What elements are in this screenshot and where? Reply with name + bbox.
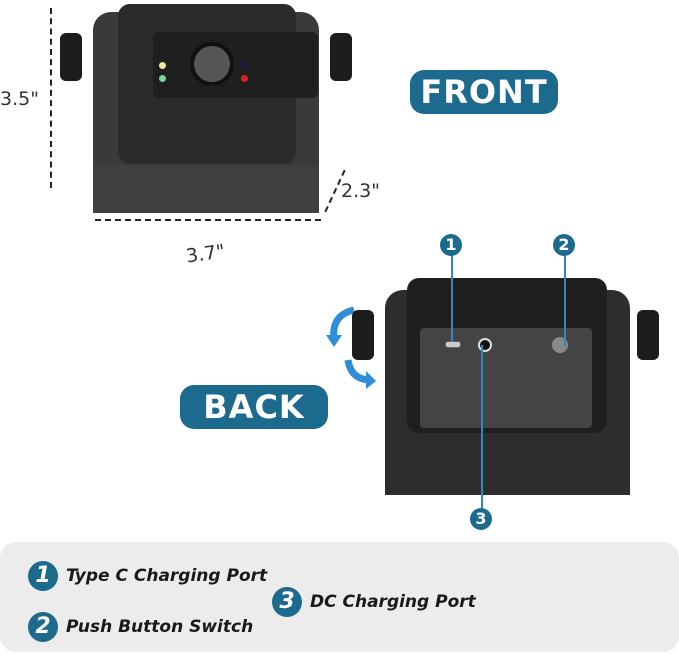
led-green — [159, 75, 166, 82]
legend-badge-3: 3 — [272, 587, 302, 617]
callout-badge-2: 2 — [553, 234, 575, 256]
led-blue — [241, 62, 248, 69]
depth-dimension: 2.3" — [341, 180, 380, 202]
legend-item-3: 3 DC Charging Port — [272, 587, 476, 617]
base — [385, 440, 630, 495]
callout-line-3 — [481, 345, 483, 510]
led-yellow — [159, 62, 166, 69]
type-c-port — [445, 341, 461, 348]
callout-badge-3: 3 — [470, 508, 492, 530]
width-dimension-line — [95, 219, 321, 221]
legend-item-2: 2 Push Button Switch — [28, 612, 253, 642]
led-red — [241, 75, 248, 82]
legend-text-1: Type C Charging Port — [66, 566, 268, 586]
base — [93, 165, 319, 213]
legend-text-3: DC Charging Port — [310, 592, 476, 612]
lens — [190, 42, 234, 86]
camera-face — [153, 32, 318, 98]
legend-panel: 1 Type C Charging Port 2 Push Button Swi… — [0, 542, 679, 652]
front-camera-image — [58, 0, 358, 225]
front-label: FRONT — [410, 70, 558, 114]
right-knob — [330, 33, 352, 81]
back-camera-image — [352, 270, 662, 500]
right-knob — [637, 310, 659, 360]
back-label: BACK — [180, 385, 328, 429]
left-knob — [352, 310, 374, 360]
height-dimension-line — [50, 8, 52, 188]
height-dimension: 3.5" — [0, 88, 39, 110]
width-dimension: 3.7" — [184, 240, 227, 268]
callout-badge-1: 1 — [440, 234, 462, 256]
legend-text-2: Push Button Switch — [66, 617, 254, 637]
rotate-arrow-icon — [326, 305, 376, 390]
legend-item-1: 1 Type C Charging Port — [28, 561, 267, 591]
callout-line-1 — [451, 254, 453, 342]
legend-badge-1: 1 — [28, 561, 58, 591]
callout-line-2 — [564, 254, 566, 346]
left-knob — [60, 33, 82, 81]
legend-badge-2: 2 — [28, 612, 58, 642]
